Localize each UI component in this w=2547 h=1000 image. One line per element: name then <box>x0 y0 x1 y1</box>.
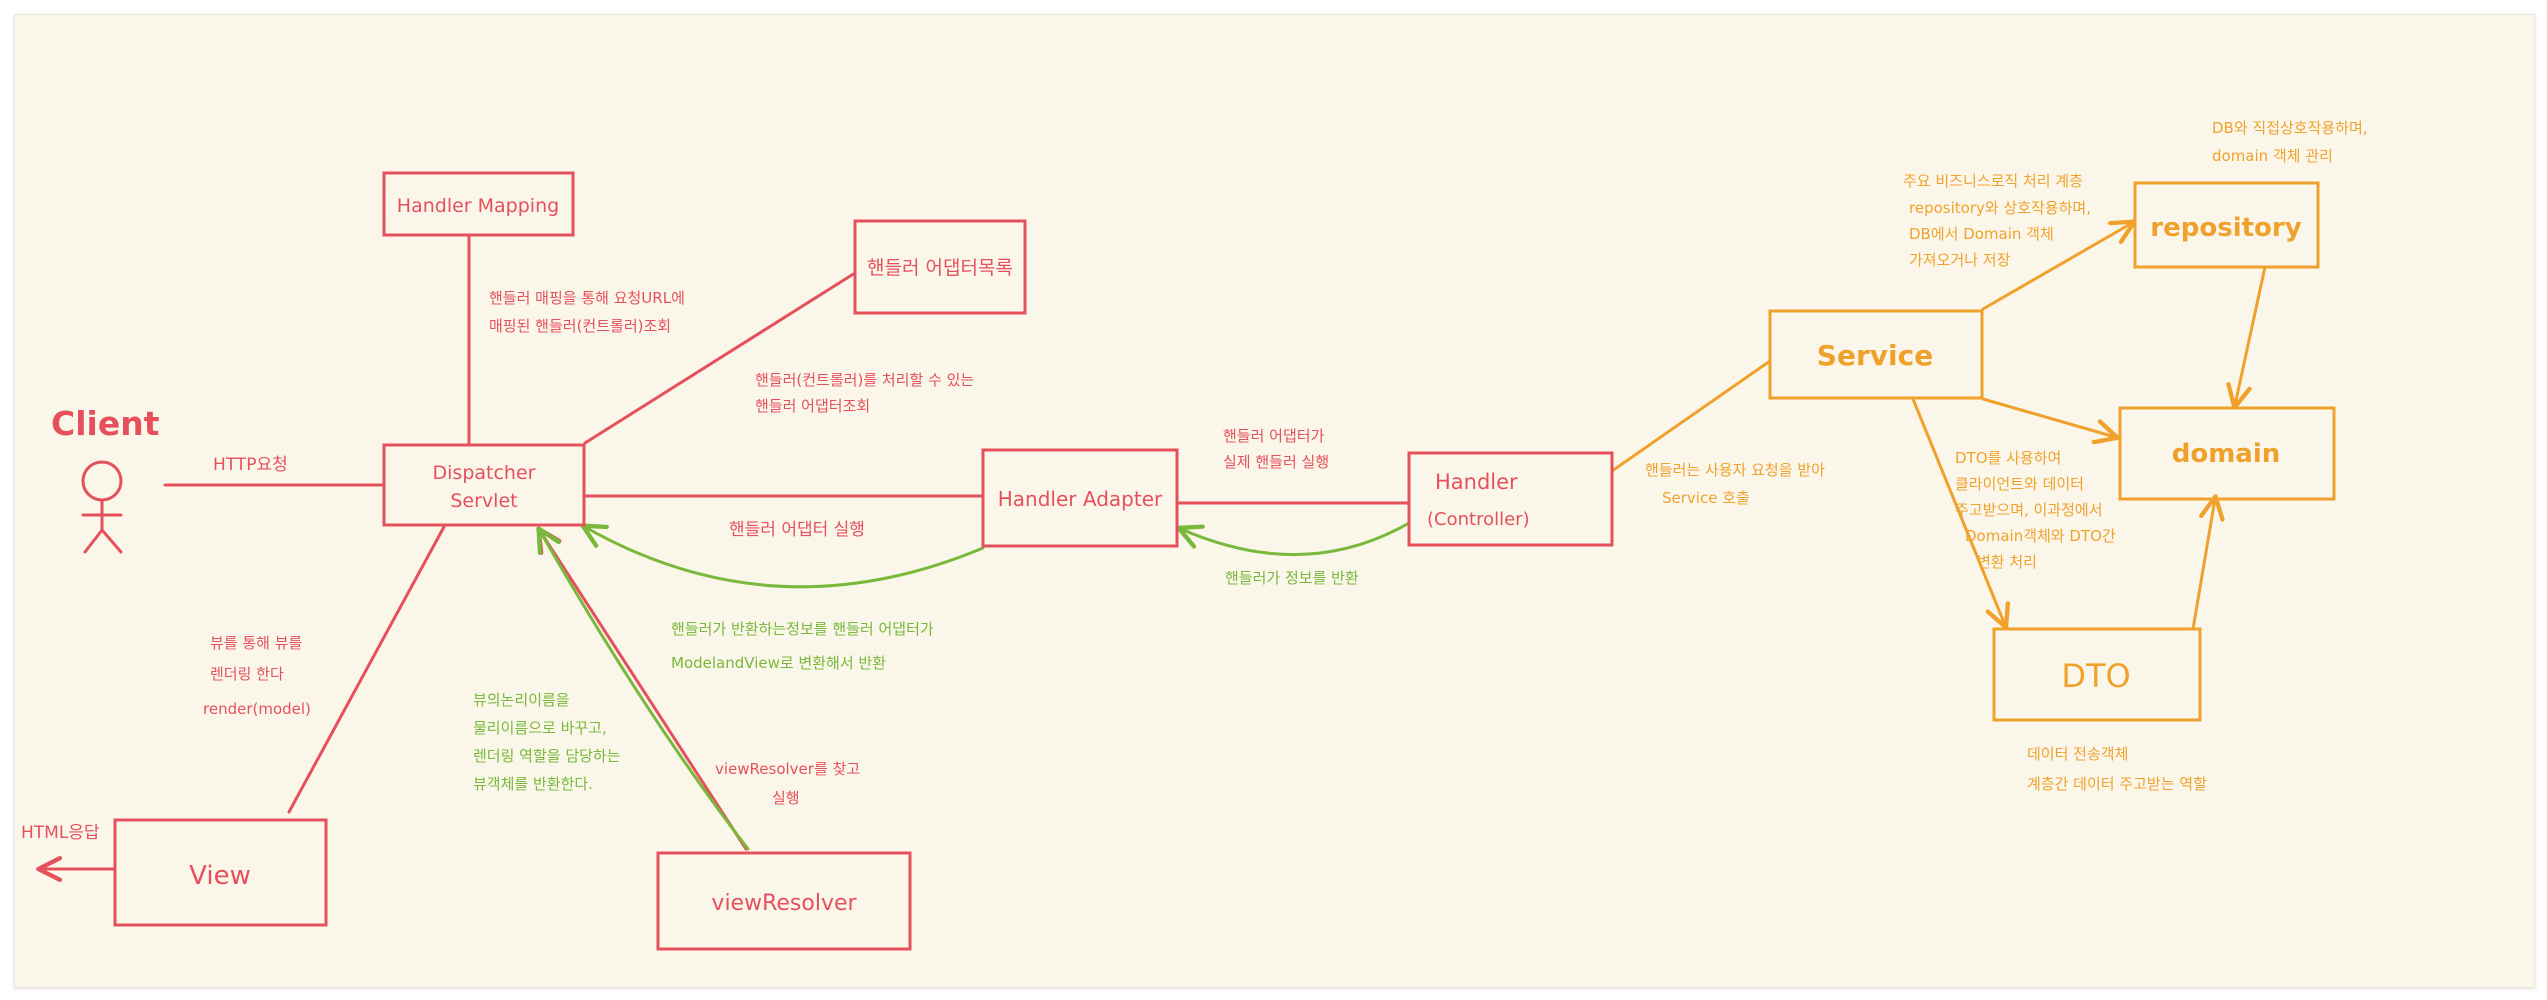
dto-desc-line2: 계층간 데이터 주고받는 역할 <box>2027 775 2207 793</box>
dispatcher-servlet-label-line1: Dispatcher <box>433 462 536 484</box>
arrow-service-domain <box>1981 397 2120 445</box>
dto-flow-line4: Domain객체와 DTO간 <box>1965 527 2116 545</box>
red-edge-labels: HTTP요청 HTML응답 핸들러 매핑을 통해 요청URL에 매핑된 핸들러(… <box>21 289 1329 843</box>
arrow-repository-domain <box>2226 265 2267 410</box>
red-connectors <box>36 234 1411 882</box>
service-desc-line3: DB에서 Domain 객체 <box>1909 225 2054 243</box>
handler-label-line1: Handler <box>1435 470 1518 494</box>
arrow-service-repository <box>1981 219 2137 311</box>
resolver-desc-line2: 물리이름으로 바꾸고, <box>473 719 607 737</box>
connector-dispatcher-view <box>287 523 447 814</box>
resolver-desc-line1: 뷰의논리이름을 <box>473 691 570 709</box>
orange-boxes <box>1768 181 2336 722</box>
view-resolver-box <box>656 851 912 951</box>
green-arrows <box>536 521 1411 851</box>
node-labels: Client Handler Mapping 핸들러 어댑터목록 Dispatc… <box>51 195 2302 916</box>
convert-desc-line1: 핸들러가 반환하는정보를 핸들러 어댑터가 <box>671 620 934 638</box>
handler-service-line1: 핸들러는 사용자 요청을 받아 <box>1645 461 1825 479</box>
view-resolver-label: viewResolver <box>711 891 857 916</box>
connector-handler-service <box>1610 359 1772 473</box>
resolver-desc-line3: 렌더링 역할을 담당하는 <box>473 747 621 765</box>
arrow-service-dto <box>1911 397 2011 630</box>
service-label: Service <box>1817 339 1933 372</box>
connector-dispatcher-adapterlist <box>583 271 857 445</box>
client-label: Client <box>51 404 160 443</box>
repository-label: repository <box>2150 213 2301 243</box>
mvc-flow-diagram: Client Handler Mapping 핸들러 어댑터목록 Dispatc… <box>21 119 2368 951</box>
handler-return-label: 핸들러가 정보를 반환 <box>1225 569 1359 587</box>
dto-flow-line5: 변환 처리 <box>1977 553 2037 571</box>
repository-box <box>2133 181 2320 269</box>
domain-label: domain <box>2172 439 2281 469</box>
dto-flow-line2: 클라이언트와 데이터 <box>1955 475 2084 493</box>
repository-desc-line1: DB와 직접상호작용하며, <box>2212 119 2368 137</box>
render-desc-line3: render(model) <box>203 700 311 718</box>
dto-box <box>1992 627 2202 722</box>
handler-adapter-box <box>981 448 1179 548</box>
handler-box <box>1407 451 1614 547</box>
handler-mapping-box <box>382 171 575 237</box>
arrow-viewresolver-dispatcher <box>536 526 748 851</box>
service-desc-line1: 주요 비즈니스로직 처리 계층 <box>1903 172 2083 190</box>
resolver-call-line1: viewResolver를 찾고 <box>715 760 860 778</box>
render-desc-line2: 렌더링 한다 <box>210 665 284 683</box>
adapter-query-line1: 핸들러(컨트롤러)를 처리할 수 있는 <box>755 371 974 389</box>
service-desc-line2: repository와 상호작용하며, <box>1909 199 2091 217</box>
mapping-desc-line2: 매핑된 핸들러(컨트롤러)조회 <box>489 317 671 335</box>
handler-label-line2: (Controller) <box>1427 509 1530 530</box>
handler-mapping-label: Handler Mapping <box>397 195 559 217</box>
dto-label: DTO <box>2061 657 2130 695</box>
arrow-resolver-return <box>536 526 750 851</box>
actual-execute-line1: 핸들러 어댑터가 <box>1223 427 1325 445</box>
diagram-canvas: Client Handler Mapping 핸들러 어댑터목록 Dispatc… <box>14 14 2535 988</box>
view-box <box>113 818 328 927</box>
green-edge-labels: 핸들러가 정보를 반환 핸들러가 반환하는정보를 핸들러 어댑터가 Modela… <box>473 569 1359 793</box>
domain-box <box>2118 406 2336 501</box>
resolver-call-line2: 실행 <box>772 789 800 807</box>
dto-flow-line1: DTO를 사용하여 <box>1955 449 2061 467</box>
view-label: View <box>189 861 251 891</box>
actual-execute-line2: 실제 핸들러 실행 <box>1223 453 1329 471</box>
adapter-execute-label: 핸들러 어댑터 실행 <box>729 520 865 540</box>
service-desc-line4: 가져오거나 저장 <box>1909 251 2011 269</box>
arrow-handler-to-adapter <box>1176 521 1411 556</box>
mapping-desc-line1: 핸들러 매핑을 통해 요청URL에 <box>489 289 685 307</box>
repository-desc-line2: domain 객체 관리 <box>2212 147 2333 165</box>
dto-desc-line1: 데이터 전송객체 <box>2027 745 2128 763</box>
handler-service-line2: Service 호출 <box>1662 489 1750 507</box>
adapter-query-line2: 핸들러 어댑터조회 <box>755 397 870 415</box>
handler-adapter-label: Handler Adapter <box>998 487 1163 511</box>
client-icon <box>81 460 123 554</box>
red-boxes <box>113 171 1614 951</box>
orange-connectors <box>1610 219 2267 631</box>
html-response-label: HTML응답 <box>21 823 100 843</box>
handler-adapter-list-box <box>853 219 1027 315</box>
resolver-desc-line4: 뷰객체를 반환한다. <box>473 775 593 793</box>
dispatcher-servlet-label-line2: Servlet <box>450 490 517 512</box>
render-desc-line1: 뷰를 통해 뷰를 <box>210 634 303 652</box>
arrow-adapter-to-dispatcher <box>580 523 985 589</box>
http-request-label: HTTP요청 <box>213 455 288 475</box>
convert-desc-line2: ModelandView로 변환해서 반환 <box>671 654 886 672</box>
dispatcher-servlet-box <box>382 443 586 527</box>
service-box <box>1768 309 1984 400</box>
handler-adapter-list-label: 핸들러 어댑터목록 <box>867 257 1013 279</box>
orange-edge-labels: 핸들러는 사용자 요청을 받아 Service 호출 주요 비즈니스로직 처리 … <box>1645 119 2368 793</box>
dto-flow-line3: 주고받으며, 이과정에서 <box>1955 501 2103 519</box>
arrow-dto-domain <box>2191 494 2225 631</box>
